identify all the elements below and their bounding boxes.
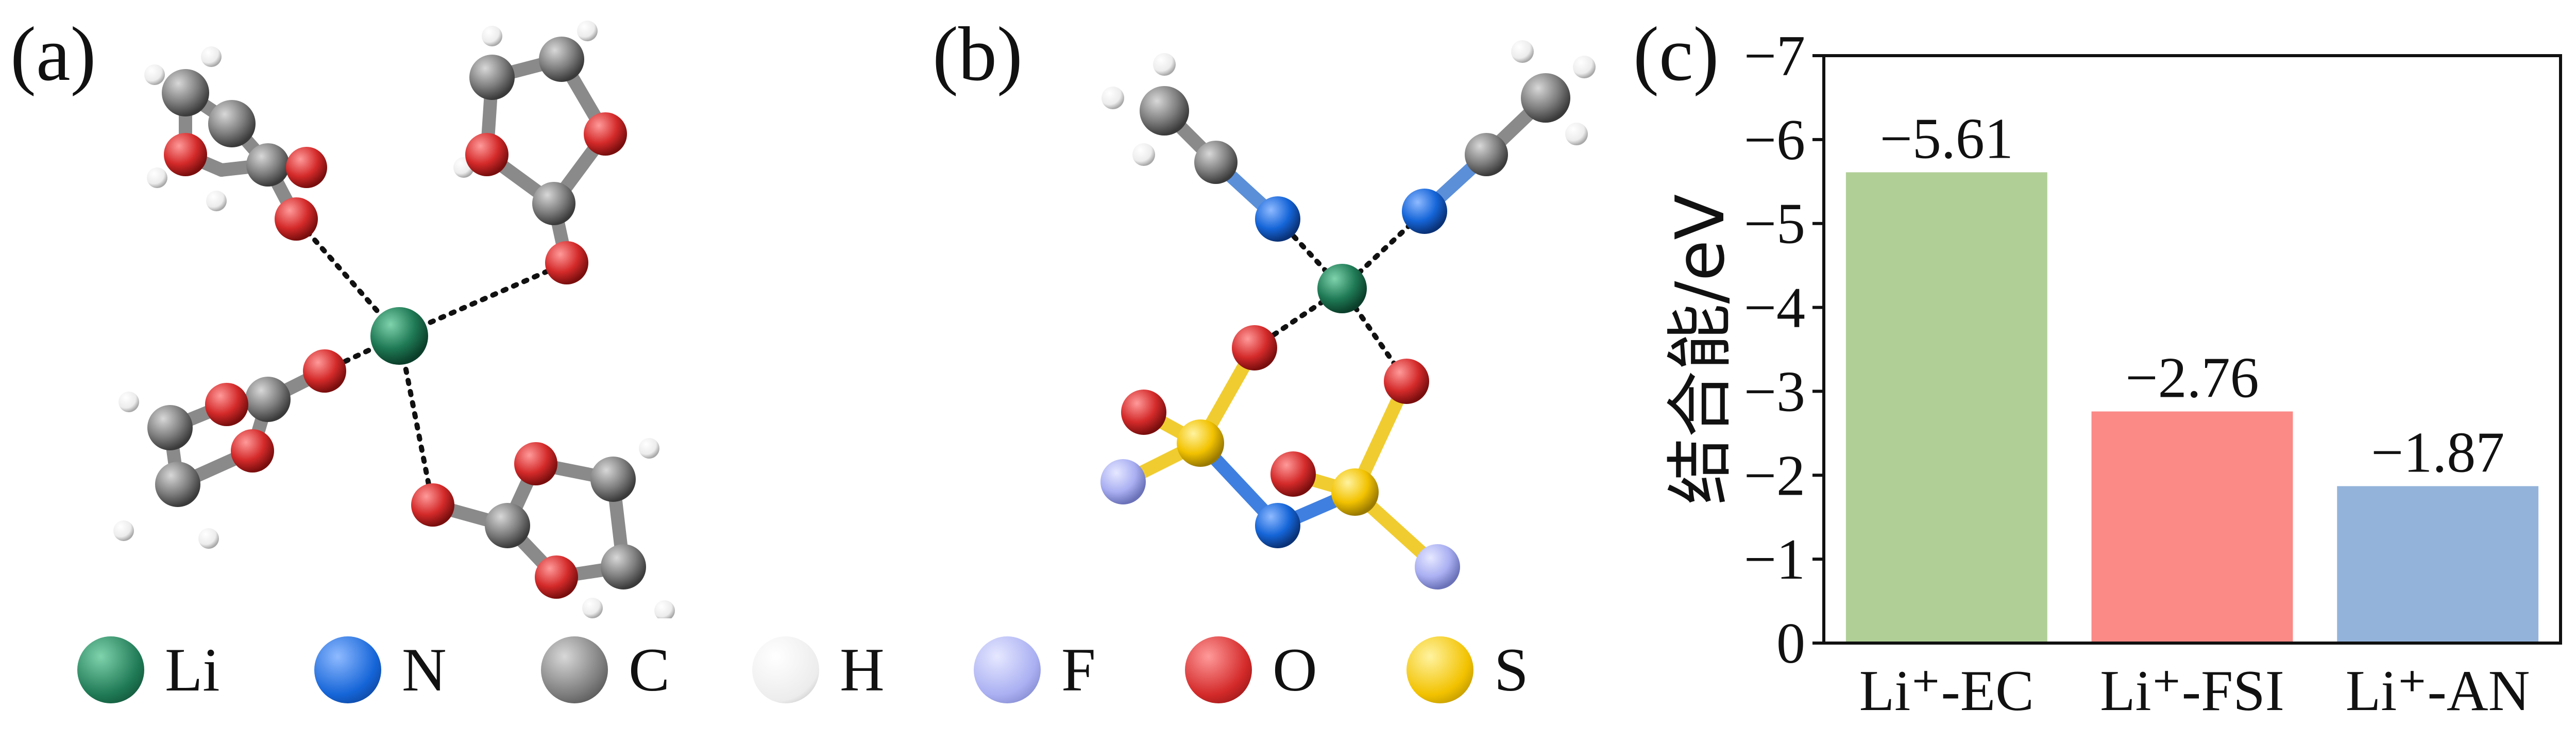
bars <box>1845 172 2539 643</box>
o-atom-icon <box>1185 636 1252 703</box>
legend-label-s: S <box>1494 635 1529 704</box>
value-label-2: −1.87 <box>2371 420 2504 484</box>
legend-label-o: O <box>1273 635 1317 704</box>
legend-label-c: C <box>629 635 670 704</box>
plot-frame <box>1822 54 2562 645</box>
bar-0 <box>1845 172 2047 643</box>
n-atom-icon <box>314 636 381 703</box>
y-tick-label: −7 <box>1744 24 1805 88</box>
structure-li-ec <box>113 21 675 618</box>
panel-label-b: (b) <box>933 11 1023 97</box>
legend-label-h: H <box>840 635 885 704</box>
h-atom-icon <box>752 636 819 703</box>
y-axis-ticks: 0 −1 −2 −3 −4 −5 −6 −7 <box>1744 24 1824 676</box>
panel-label-c: (c) <box>1633 11 1719 97</box>
li-atom-icon <box>77 636 144 703</box>
y-tick-label: −6 <box>1744 108 1805 172</box>
legend-item-c: C <box>541 618 670 721</box>
legend-item-h: H <box>752 618 885 721</box>
bar-2 <box>2337 486 2539 643</box>
bar-1 <box>2091 411 2293 643</box>
x-tick-labels: Li⁺-EC Li⁺-FSI Li⁺-AN <box>1859 659 2530 723</box>
x-tick-label-1: Li⁺-FSI <box>2100 659 2284 723</box>
legend-item-f: F <box>974 618 1096 721</box>
y-tick-label: −1 <box>1744 528 1805 592</box>
legend-item-li: Li <box>77 618 220 721</box>
s-atom-icon <box>1406 636 1473 703</box>
x-tick-label-0: Li⁺-EC <box>1859 659 2034 723</box>
c-atom-icon <box>541 636 608 703</box>
f-atom-icon <box>974 636 1041 703</box>
legend-label-n: N <box>402 635 447 704</box>
legend-item-o: O <box>1185 618 1317 721</box>
value-labels: −5.61 −2.76 −1.87 <box>1880 107 2505 484</box>
legend-item-n: N <box>314 618 447 721</box>
value-label-1: −2.76 <box>2125 346 2259 410</box>
y-tick-label: −4 <box>1744 276 1805 340</box>
legend-label-f: F <box>1061 635 1096 704</box>
atom-legend: Li N C H F O S <box>77 618 1571 721</box>
legend-label-li: Li <box>165 635 220 704</box>
panel-label-a: (a) <box>10 11 96 97</box>
structure-li-an-fsi <box>1100 40 1596 589</box>
y-tick-label: −2 <box>1744 444 1805 508</box>
y-tick-label: 0 <box>1776 612 1805 676</box>
legend-item-s: S <box>1406 618 1529 721</box>
y-axis-label: 结合能/eV <box>1661 194 1739 505</box>
value-label-0: −5.61 <box>1880 107 2013 171</box>
y-tick-label: −3 <box>1744 360 1805 424</box>
y-tick-label: −5 <box>1744 192 1805 256</box>
molecular-structures <box>113 21 1596 618</box>
x-tick-label-2: Li⁺-AN <box>2346 659 2530 723</box>
